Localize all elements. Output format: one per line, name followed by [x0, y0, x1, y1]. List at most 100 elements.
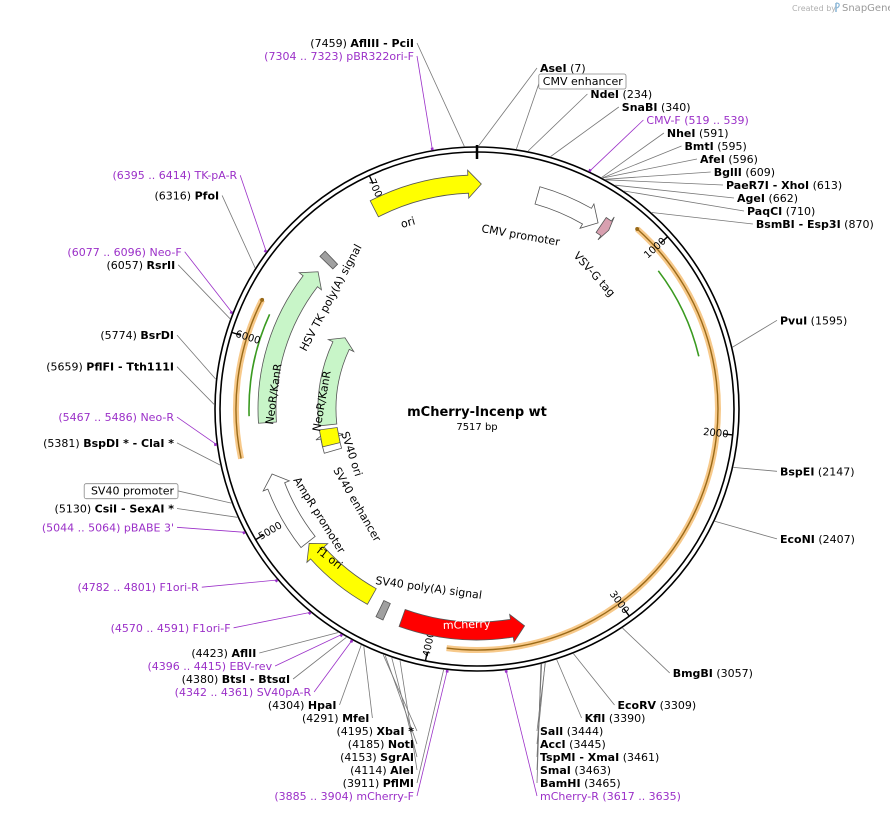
enzyme-site-label: (6316) PfoI: [155, 189, 220, 202]
enzyme-coordinate: (3309): [660, 699, 697, 712]
enzyme-site-label: BmtI (595): [685, 140, 747, 153]
enzyme-coordinate: (3911): [343, 777, 380, 790]
enzyme-name: BsrDI: [140, 329, 174, 342]
enzyme-coordinate: (5130): [55, 503, 92, 516]
feature-block: [319, 250, 339, 270]
enzyme-name: AgeI: [737, 192, 765, 205]
enzyme-coordinate: (7459): [310, 37, 347, 50]
feature-block: [375, 600, 391, 621]
feature-label-vsv-g-tag: VSV-G tag: [571, 249, 618, 299]
feature-arrow: [306, 542, 377, 605]
enzyme-name: BsmBI - Esp3I: [756, 218, 841, 231]
primer-site-mark: [349, 639, 354, 644]
leader-line: [363, 646, 373, 719]
enzyme-site-label: TspMI - XmaI (3461): [540, 751, 659, 764]
leader-line: [201, 579, 278, 588]
enzyme-name: AseI: [540, 62, 567, 75]
primer-label: mCherry-R (3617 .. 3635): [540, 790, 681, 803]
enzyme-site-label: KflI (3390): [585, 712, 646, 725]
enzyme-site-label: (5130) CsiI - SexAI *: [55, 503, 175, 516]
enzyme-site-label: (4423) AflII: [191, 647, 256, 660]
enzyme-name: XbaI *: [377, 725, 415, 738]
leader-line: [176, 508, 238, 518]
primer-site-mark: [229, 310, 233, 315]
ruler-tick: [231, 331, 241, 336]
leader-line: [478, 67, 538, 147]
enzyme-coordinate: (3463): [574, 764, 611, 777]
ruler-tick-label: 2000: [703, 427, 729, 441]
enzyme-site-label: (4380) BtsI - BtsαI: [182, 673, 290, 686]
enzyme-name: EcoNI: [780, 533, 815, 546]
enzyme-site-label: SalI (3444): [540, 725, 603, 738]
leader-line: [651, 212, 753, 225]
leader-line: [221, 195, 256, 268]
enzyme-site-label: AgeI (662): [737, 192, 798, 205]
enzyme-coordinate: (1595): [811, 314, 848, 327]
boxed-feature-label: CMV enhancer: [543, 75, 623, 88]
enzyme-name: AccI: [540, 738, 566, 751]
enzyme-coordinate: (870): [844, 218, 874, 231]
leader-line: [399, 660, 418, 771]
leader-line: [239, 175, 267, 252]
orf-green-arc: [657, 270, 700, 357]
enzyme-site-label: AfeI (596): [700, 153, 758, 166]
enzyme-coordinate: (4304): [268, 699, 305, 712]
enzyme-name: AleI: [390, 764, 414, 777]
enzyme-name: AfeI: [700, 153, 725, 166]
enzyme-site-label: (4304) HpaI: [268, 699, 337, 712]
enzyme-name: BamHI: [540, 777, 581, 790]
enzyme-site-label: (4185) NotI: [348, 738, 414, 751]
leader-line: [605, 179, 724, 186]
enzyme-site-label: (3911) PflMI: [343, 777, 414, 790]
enzyme-site-label: PaqCI (710): [747, 205, 815, 218]
enzyme-name: TspMI - XmaI: [540, 751, 619, 764]
orf-arc-halo: [446, 226, 721, 653]
enzyme-name: BspEI: [780, 465, 814, 478]
leader-line: [292, 636, 347, 680]
primer-label: (5467 .. 5486) Neo-R: [58, 411, 174, 424]
enzyme-site-label: BglII (609): [714, 166, 775, 179]
feature-label-ori: ori: [399, 214, 416, 230]
plasmid-name: mCherry-Incenp wt: [407, 405, 547, 420]
ruler-tick-label: 5000: [257, 520, 285, 542]
enzyme-name: NheI: [667, 127, 696, 140]
enzyme-coordinate: (3057): [716, 667, 753, 680]
orf-arrow-tip: [635, 227, 640, 231]
feature-arrow: [534, 186, 599, 229]
enzyme-site-label: (7459) AflIII - PciI: [310, 37, 414, 50]
leader-line: [602, 145, 682, 179]
enzyme-coordinate: (4185): [348, 738, 385, 751]
enzyme-name: PaeR7I - XhoI: [726, 179, 809, 192]
feature-label-cmv-promoter: CMV promoter: [480, 222, 561, 249]
leader-line: [536, 664, 542, 784]
enzyme-name: MfeI: [342, 712, 369, 725]
enzyme-name: HpaI: [308, 699, 337, 712]
leader-line: [184, 251, 233, 313]
enzyme-site-label: SnaBI (340): [622, 101, 691, 114]
feature-arrow: [369, 169, 482, 218]
enzyme-site-label: EcoRV (3309): [618, 699, 697, 712]
snapgene-logo-icon: [835, 2, 840, 12]
leader-line: [176, 526, 245, 533]
primer-label: (5044 .. 5064) pBABE 3': [42, 521, 174, 534]
leader-line: [622, 627, 670, 674]
orf-green-arc: [248, 313, 271, 417]
enzyme-site-label: BspEI (2147): [780, 465, 855, 478]
plasmid-length: 7517 bp: [456, 422, 497, 433]
enzyme-coordinate: (4153): [340, 751, 377, 764]
enzyme-name: SnaBI: [622, 101, 658, 114]
ruler-tick: [255, 534, 264, 541]
enzyme-name: BspDI * - ClaI *: [83, 437, 174, 450]
enzyme-coordinate: (3461): [623, 751, 660, 764]
enzyme-site-label: BmgBI (3057): [673, 667, 753, 680]
feature-arrow: [398, 609, 526, 644]
leader-line: [416, 42, 465, 147]
enzyme-site-label: (4114) AleI: [350, 764, 414, 777]
leader-line: [550, 106, 620, 157]
ruler-tick: [424, 651, 428, 661]
enzyme-name: SgrAI: [380, 751, 414, 764]
enzyme-coordinate: (340): [661, 101, 691, 114]
leader-line: [274, 634, 342, 667]
ruler-tick: [368, 175, 374, 185]
primer-label: (4396 .. 4415) EBV-rev: [147, 660, 272, 673]
